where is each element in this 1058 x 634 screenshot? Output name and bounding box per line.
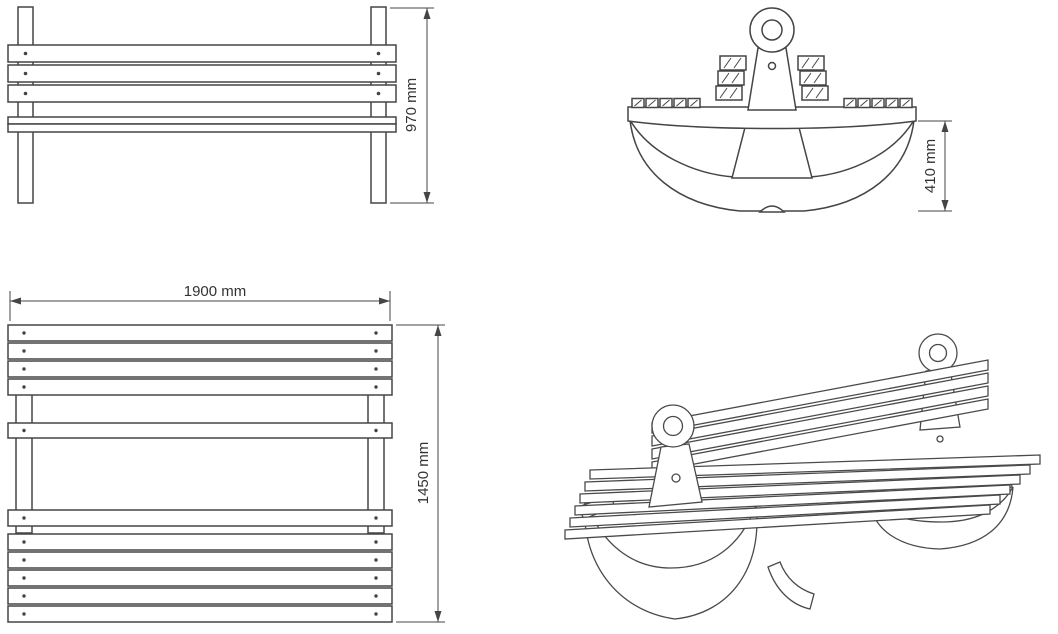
dimension-overall-height: 970 mm — [390, 7, 434, 204]
backrest-slat — [651, 385, 989, 460]
seat-slat — [589, 454, 1041, 480]
dimension-overall-depth: 1450 mm — [396, 324, 445, 623]
hatch-line — [888, 99, 896, 107]
hatch-line — [723, 57, 732, 69]
screw-dot — [376, 51, 381, 56]
screw-dot — [23, 51, 28, 56]
slat — [7, 587, 393, 605]
screw-dots — [22, 331, 378, 616]
dimension-arrow-up — [434, 325, 442, 336]
slat — [7, 422, 393, 439]
hatch-line — [805, 87, 814, 99]
dimension-arrow-down — [423, 192, 431, 203]
screw-dot — [376, 71, 381, 76]
screw-dot — [23, 91, 28, 96]
seat-slat — [574, 484, 1011, 516]
near-anchor-support — [648, 404, 703, 508]
hatch-line — [815, 87, 824, 99]
anchor-ring-inner — [761, 19, 783, 41]
crown-center-arch — [758, 205, 786, 213]
dimension-arrow-down — [434, 611, 442, 622]
hatch-line — [719, 87, 728, 99]
plan-view: 1900 mm — [0, 285, 465, 634]
slat — [7, 324, 393, 342]
anchor-hole — [767, 61, 777, 71]
backrest-slat — [651, 372, 989, 447]
dimension-seat-height: 410 mm — [918, 120, 952, 212]
dimension-arrow-right — [379, 297, 390, 305]
hatch-line — [731, 72, 740, 84]
hatch-line — [803, 72, 812, 84]
front-elevation-view: 970 mm — [0, 0, 460, 230]
backrest-slat — [7, 84, 397, 103]
dimension-label-length: 1900 mm — [184, 285, 247, 300]
hatch-line — [690, 99, 698, 107]
hatch-line — [846, 99, 854, 107]
seat-slat-sections — [631, 97, 913, 109]
hatch-line — [676, 99, 684, 107]
slat — [7, 342, 393, 360]
slat — [7, 360, 393, 378]
hatch-line — [811, 57, 820, 69]
hatch-line — [874, 99, 882, 107]
backrest-slat — [7, 64, 397, 83]
bench-front-elevation — [7, 6, 397, 204]
bench-isometric — [564, 333, 1041, 620]
slat — [7, 569, 393, 587]
slat — [7, 509, 393, 527]
hatch-line — [634, 99, 642, 107]
slat — [7, 533, 393, 551]
dimension-label-depth: 1450 mm — [415, 442, 432, 505]
slat — [7, 378, 393, 396]
right-post — [370, 6, 387, 204]
anchor-shank — [747, 47, 797, 111]
seat-edge — [7, 123, 397, 133]
dimension-label-seat-height: 410 mm — [922, 139, 939, 193]
backrest-slat-sections — [715, 55, 829, 101]
slat — [7, 605, 393, 623]
hatch-line — [813, 72, 822, 84]
support-foot — [767, 561, 815, 610]
screw-dot — [376, 91, 381, 96]
dimension-label-height: 970 mm — [403, 78, 420, 132]
left-post — [17, 6, 34, 204]
isometric-view — [540, 315, 1058, 634]
hatch-line — [648, 99, 656, 107]
seat-edge — [7, 116, 397, 125]
dimension-arrow-left — [10, 297, 21, 305]
dimension-arrow-down — [941, 200, 949, 211]
dimension-arrow-up — [941, 121, 949, 132]
anchor-ring-inner — [662, 415, 684, 437]
dimension-overall-length: 1900 mm — [9, 285, 391, 321]
hatch-line — [721, 72, 730, 84]
hatch-line — [860, 99, 868, 107]
backrest-slats — [651, 359, 989, 473]
screw-dot — [23, 71, 28, 76]
hatch-line — [902, 99, 910, 107]
anchor-ring-inner — [928, 343, 948, 363]
anchor-side-support — [627, 7, 917, 213]
hatch-line — [662, 99, 670, 107]
anchor-crown — [869, 486, 1014, 550]
anchor-hole — [936, 435, 944, 443]
bench-plan — [7, 324, 393, 623]
seat-slat — [569, 494, 1001, 528]
slat — [7, 551, 393, 569]
backrest-slat — [7, 44, 397, 63]
side-profile-view: 410 mm — [600, 0, 1000, 230]
hatch-line — [733, 57, 742, 69]
hatch-line — [729, 87, 738, 99]
dimension-arrow-up — [423, 8, 431, 19]
hatch-line — [801, 57, 810, 69]
seat-slat — [564, 504, 991, 540]
anchor-arms — [627, 106, 917, 130]
anchor-hole — [671, 473, 681, 483]
